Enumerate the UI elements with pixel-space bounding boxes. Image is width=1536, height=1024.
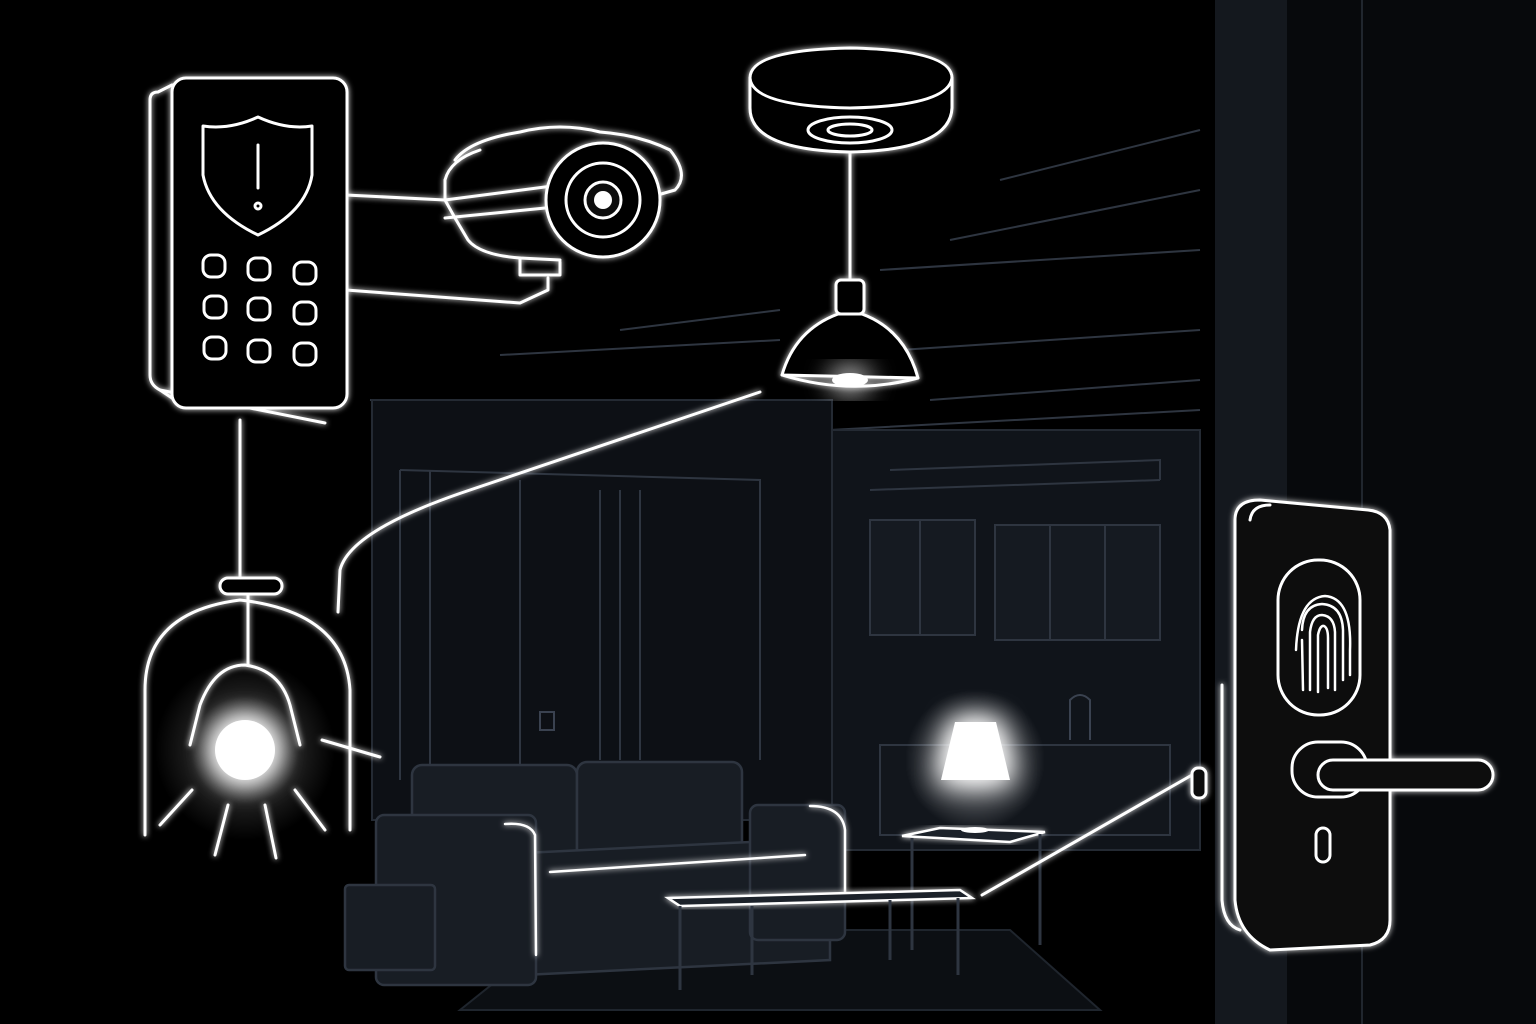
room: [369, 129, 1201, 1011]
alarm-keypad[interactable]: [148, 76, 349, 425]
pendant-bulb: [832, 373, 868, 387]
door-lever[interactable]: [1316, 758, 1495, 792]
door-sensor: [1190, 766, 1208, 800]
wire-keypad-camera: [344, 193, 447, 202]
keypad-button[interactable]: [246, 296, 272, 322]
ceiling-line: [879, 249, 1201, 271]
table-lamp-icon: [941, 722, 1010, 780]
keyhole: [1314, 826, 1332, 864]
connection-wires: [238, 148, 1194, 897]
keypad-button[interactable]: [202, 335, 228, 361]
kitchen-soffit: [869, 479, 1161, 491]
fingerprint-icon: [1294, 594, 1352, 694]
alert-dot: [253, 201, 263, 211]
security-camera[interactable]: [443, 125, 683, 277]
table-lamp: [905, 690, 1045, 833]
keypad-button[interactable]: [292, 260, 318, 286]
ceiling-line: [619, 309, 781, 331]
sofa: [343, 760, 847, 987]
wall-switch: [539, 711, 555, 731]
keypad-button[interactable]: [201, 253, 227, 279]
coffee-table: [664, 888, 976, 990]
range-hood: [889, 458, 1161, 480]
keypad-button[interactable]: [246, 256, 272, 282]
keypad-button[interactable]: [292, 300, 318, 326]
shield-alert-icon: [201, 115, 314, 237]
upper-cabinet: [869, 519, 976, 636]
wire-pendant-floodlight: [336, 390, 762, 614]
ceiling-line: [899, 329, 1201, 351]
upper-cabinet: [994, 524, 1161, 641]
camera-icon: [443, 178, 562, 262]
side-ottoman: [343, 883, 437, 972]
floodlight-bulb: [215, 720, 275, 780]
ceiling-line: [949, 189, 1201, 241]
keypad-button[interactable]: [292, 341, 318, 367]
keypad-buttons[interactable]: [201, 253, 318, 367]
smart-door-lock[interactable]: [1190, 498, 1495, 952]
smoke-detector-icon: [748, 46, 954, 154]
ceiling-line: [999, 129, 1201, 181]
pendant-light[interactable]: [780, 278, 920, 388]
motion-floodlight[interactable]: [143, 576, 352, 860]
ceiling-line: [929, 379, 1201, 401]
wire-keypad-camera-lower: [344, 276, 550, 305]
sofa-highlights: [503, 804, 847, 957]
keypad-button[interactable]: [202, 294, 228, 320]
smoke-detector[interactable]: [748, 46, 954, 154]
ceiling-line: [499, 339, 781, 356]
back-wall-left: [371, 399, 833, 821]
wire-table-lock: [980, 773, 1194, 897]
keypad-button[interactable]: [246, 338, 272, 364]
faucet: [1069, 694, 1091, 740]
sofa-arm-right: [748, 803, 847, 942]
light-rays: [158, 788, 327, 860]
